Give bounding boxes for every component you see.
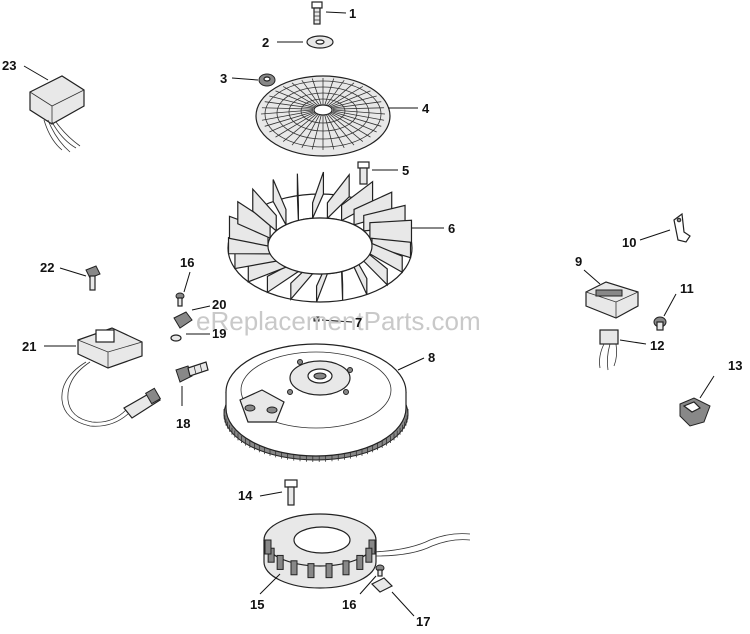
callout-22: 22 (40, 260, 54, 275)
callout-3: 3 (220, 71, 227, 86)
part-nut-3 (258, 73, 276, 87)
callout-2: 2 (262, 35, 269, 50)
part-bolt-5 (357, 161, 370, 185)
callout-14: 14 (238, 488, 253, 503)
part-screw-11 (653, 316, 667, 331)
part-module-23 (29, 75, 85, 153)
part-rectifier-9 (585, 281, 639, 319)
part-key-7 (313, 316, 320, 322)
part-screen-4 (255, 75, 391, 157)
part-screw-16-upper (175, 292, 185, 307)
callout-12: 12 (650, 338, 664, 353)
callout-4: 4 (422, 101, 430, 116)
leader-lines (23, 11, 715, 617)
callout-10: 10 (622, 235, 636, 250)
callout-1: 1 (349, 6, 356, 21)
callout-numbers: 1 2 3 4 5 6 7 8 9 10 11 12 13 14 15 16 1… (2, 6, 742, 629)
callout-16-lower: 16 (342, 597, 356, 612)
part-washer-2 (306, 35, 334, 49)
part-clip-20 (173, 311, 193, 329)
part-clip-17 (370, 577, 394, 593)
callout-20: 20 (212, 297, 226, 312)
part-screw-22 (85, 265, 101, 291)
part-plug-12 (599, 329, 619, 371)
part-washer-19 (170, 334, 182, 342)
callout-11: 11 (680, 281, 694, 296)
callout-21: 21 (22, 339, 36, 354)
part-flywheel-8 (223, 343, 409, 462)
part-bolt-14 (284, 479, 298, 506)
callout-13: 13 (728, 358, 742, 373)
callout-5: 5 (402, 163, 409, 178)
part-ignition-module-21 (61, 327, 162, 427)
callout-18: 18 (176, 416, 190, 431)
callout-9: 9 (575, 254, 582, 269)
callout-15: 15 (250, 597, 264, 612)
watermark-text: eReplacementParts.com (196, 306, 481, 336)
callout-8: 8 (428, 350, 435, 365)
part-fan-6 (227, 171, 413, 303)
part-stud-18 (175, 361, 209, 383)
part-screw-16-lower (375, 564, 385, 577)
callout-7: 7 (355, 315, 362, 330)
callout-16-upper: 16 (180, 255, 194, 270)
part-stator-15 (263, 513, 471, 589)
callout-23: 23 (2, 58, 16, 73)
callout-17: 17 (416, 614, 430, 629)
part-bolt-1 (311, 1, 323, 25)
part-clip-10 (673, 212, 691, 243)
callout-19: 19 (212, 326, 226, 341)
callout-6: 6 (448, 221, 455, 236)
part-connector-13 (679, 397, 711, 427)
